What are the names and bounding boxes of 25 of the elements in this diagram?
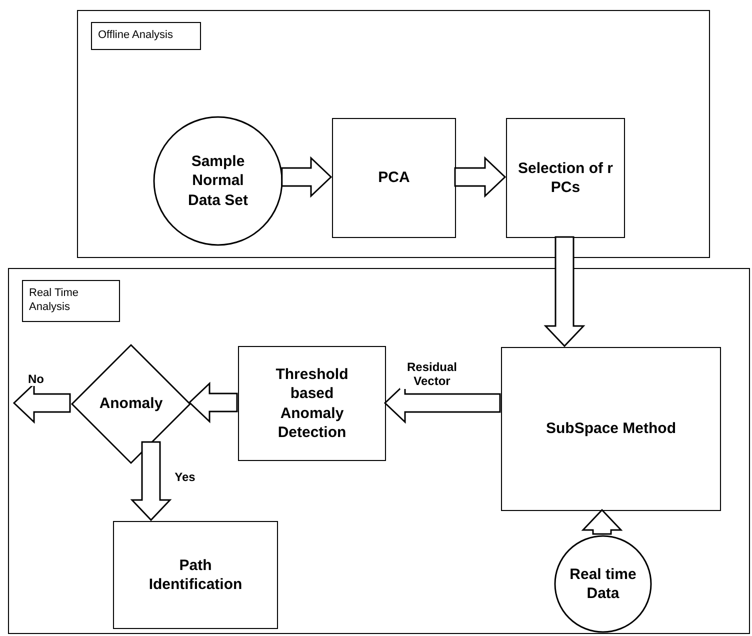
node-label: SubSpace Method (544, 419, 677, 439)
panel-title: Real Time Analysis (22, 280, 120, 322)
node-label: PCA (377, 168, 411, 188)
process-box (506, 118, 625, 238)
block-arrow (130, 441, 172, 522)
edge-label: Yes (172, 470, 198, 484)
process-box (238, 346, 386, 461)
panel-title: Offline Analysis (91, 22, 201, 50)
node-label: Threshold based Anomaly Detection (274, 364, 350, 442)
process-box (501, 347, 721, 511)
node-label: Anomaly (98, 394, 164, 414)
process-box (332, 118, 456, 238)
process-box (113, 521, 278, 629)
block-arrow (454, 156, 506, 198)
block-arrow (544, 236, 586, 348)
block-arrow (581, 508, 623, 535)
node-label: Sample Normal Data Set (186, 152, 250, 210)
node-label: Selection of r PCs (516, 158, 614, 198)
block-arrow (188, 382, 238, 424)
group-panel (8, 268, 750, 634)
edge-label: No (26, 372, 46, 386)
block-arrow (281, 156, 332, 198)
node-label: Path Identification (148, 556, 244, 594)
group-panel (77, 10, 710, 258)
node-label: Real time Data (568, 564, 638, 604)
